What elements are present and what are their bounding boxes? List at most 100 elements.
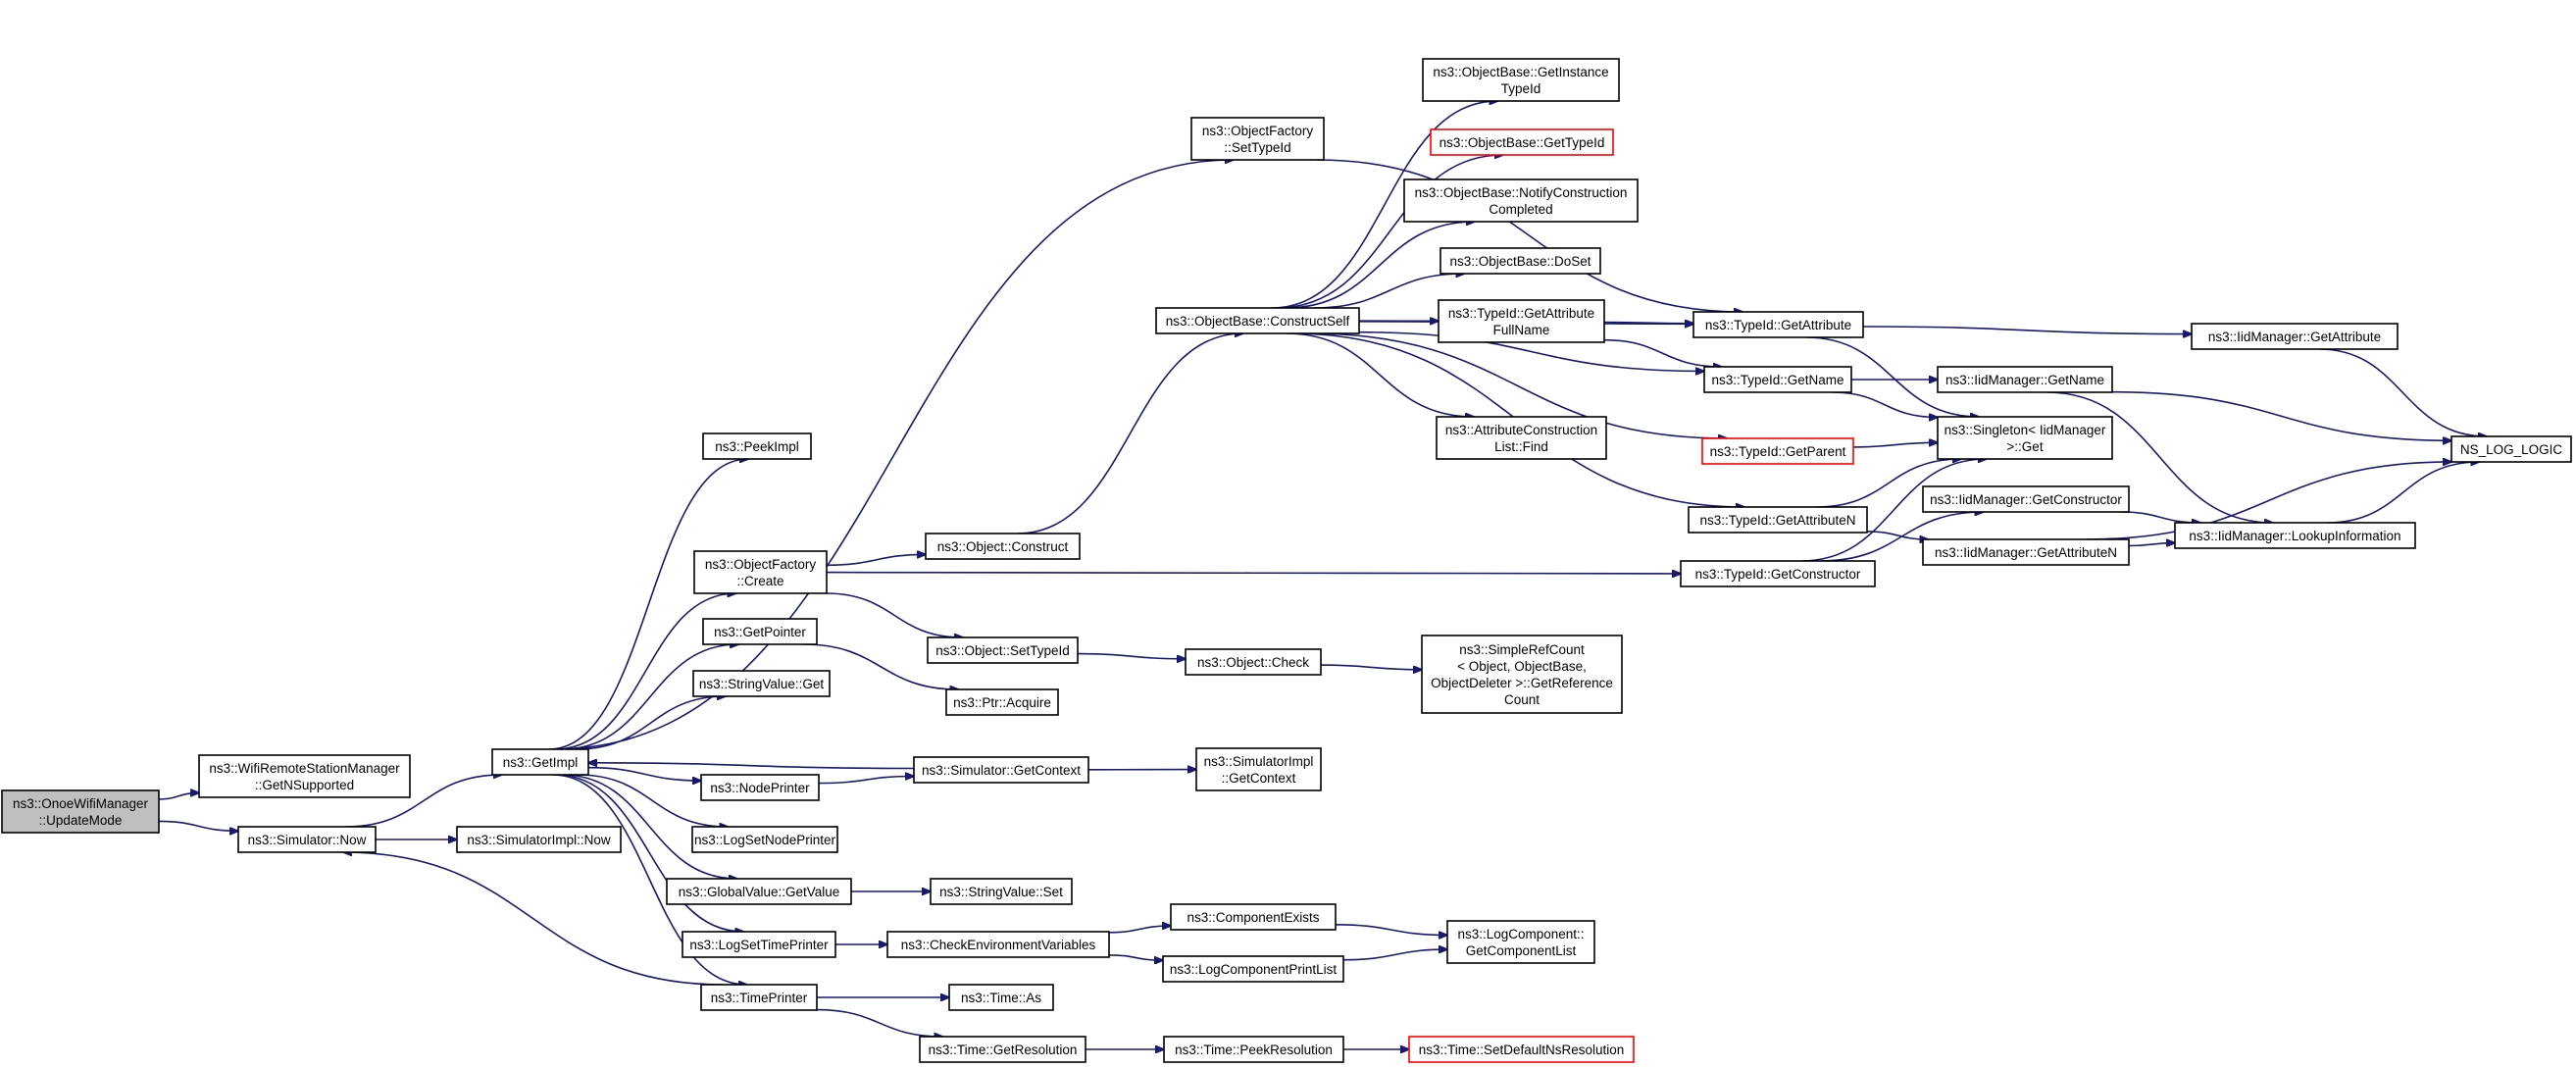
node-simGetContext[interactable]: ns3::Simulator::GetContext <box>913 756 1089 784</box>
node-simImplGetContext[interactable]: ns3::SimulatorImpl::GetContext <box>1195 747 1322 791</box>
node-peekImpl[interactable]: ns3::PeekImpl <box>702 432 812 460</box>
node-box[interactable] <box>930 878 1073 905</box>
node-box[interactable] <box>2450 435 2572 463</box>
node-box[interactable] <box>1688 506 1868 534</box>
node-box[interactable] <box>691 826 838 853</box>
node-nodePrinter[interactable]: ns3::NodePrinter <box>700 774 820 801</box>
node-obNotify[interactable]: ns3::ObjectBase::NotifyConstructionCompl… <box>1403 178 1639 223</box>
node-box[interactable] <box>1 789 160 834</box>
node-ofCreate[interactable]: ns3::ObjectFactory::Create <box>693 550 828 594</box>
node-timeGetRes[interactable]: ns3::Time::GetResolution <box>919 1036 1086 1063</box>
node-box[interactable] <box>919 1036 1086 1063</box>
node-box[interactable] <box>1436 416 1607 460</box>
node-box[interactable] <box>925 533 1081 560</box>
node-simNow[interactable]: ns3::Simulator::Now <box>237 826 377 853</box>
node-box[interactable] <box>702 618 818 645</box>
node-box[interactable] <box>1408 1036 1635 1063</box>
node-strValGet[interactable]: ns3::StringValue::Get <box>692 670 831 697</box>
node-iidGetConstructor[interactable]: ns3::IidManager::GetConstructor <box>1922 485 2130 513</box>
node-box[interactable] <box>1170 903 1337 931</box>
node-box[interactable] <box>1438 299 1605 343</box>
node-timePeekRes[interactable]: ns3::Time::PeekResolution <box>1163 1036 1344 1063</box>
node-obGetTypeId[interactable]: ns3::ObjectBase::GetTypeId <box>1430 128 1614 156</box>
node-logSetTimePrinter[interactable]: ns3::LogSetTimePrinter <box>682 931 836 958</box>
node-simImplNow[interactable]: ns3::SimulatorImpl::Now <box>456 826 622 853</box>
node-box[interactable] <box>198 754 411 798</box>
node-box[interactable] <box>700 774 820 801</box>
node-box[interactable] <box>2191 323 2399 350</box>
node-box[interactable] <box>237 826 377 853</box>
node-box[interactable] <box>1937 416 2113 460</box>
node-checkEnv[interactable]: ns3::CheckEnvironmentVariables <box>886 931 1110 958</box>
node-nsLogLogic[interactable]: NS_LOG_LOGIC <box>2450 435 2572 463</box>
node-box[interactable] <box>693 550 828 594</box>
node-getPointer[interactable]: ns3::GetPointer <box>702 618 818 645</box>
node-box[interactable] <box>1422 58 1620 102</box>
node-box[interactable] <box>1703 366 1852 393</box>
node-obConstructSelf[interactable]: ns3::ObjectBase::ConstructSelf <box>1155 307 1360 334</box>
node-box[interactable] <box>1922 538 2130 566</box>
node-ofSetTypeId[interactable]: ns3::ObjectFactory::SetTypeId <box>1190 117 1325 161</box>
node-iidLookupInfo[interactable]: ns3::IidManager::LookupInformation <box>2174 522 2416 549</box>
node-box[interactable] <box>491 748 589 776</box>
node-tidGetAttribute[interactable]: ns3::TypeId::GetAttribute <box>1692 311 1864 338</box>
node-box[interactable] <box>1440 247 1601 275</box>
node-logSetNodePrinter[interactable]: ns3::LogSetNodePrinter <box>691 826 838 853</box>
node-root[interactable]: ns3::OnoeWifiManager::UpdateMode <box>1 789 160 834</box>
node-box[interactable] <box>945 688 1059 716</box>
node-iidGetAttributeN[interactable]: ns3::IidManager::GetAttributeN <box>1922 538 2130 566</box>
node-box[interactable] <box>1680 560 1876 587</box>
node-box[interactable] <box>700 984 818 1011</box>
node-box[interactable] <box>2174 522 2416 549</box>
node-box[interactable] <box>927 636 1079 664</box>
node-objCheck[interactable]: ns3::Object::Check <box>1185 648 1322 676</box>
node-iidGetName[interactable]: ns3::IidManager::GetName <box>1937 366 2113 393</box>
node-compExists[interactable]: ns3::ComponentExists <box>1170 903 1337 931</box>
node-box[interactable] <box>1195 747 1322 791</box>
node-box[interactable] <box>666 878 852 905</box>
node-gvGetValue[interactable]: ns3::GlobalValue::GetValue <box>666 878 852 905</box>
node-box[interactable] <box>1692 311 1864 338</box>
node-box[interactable] <box>948 984 1054 1011</box>
node-box[interactable] <box>1421 635 1623 714</box>
node-box[interactable] <box>456 826 622 853</box>
node-tidGetConstructor[interactable]: ns3::TypeId::GetConstructor <box>1680 560 1876 587</box>
node-simpleRefCount[interactable]: ns3::SimpleRefCount< Object, ObjectBase,… <box>1421 635 1623 714</box>
node-box[interactable] <box>1937 366 2113 393</box>
node-box[interactable] <box>886 931 1110 958</box>
node-logCompPrintList[interactable]: ns3::LogComponentPrintList <box>1162 955 1344 983</box>
node-tidGetParent[interactable]: ns3::TypeId::GetParent <box>1701 437 1854 465</box>
node-box[interactable] <box>913 756 1089 784</box>
node-box[interactable] <box>682 931 836 958</box>
node-tidGetName[interactable]: ns3::TypeId::GetName <box>1703 366 1852 393</box>
node-logCompGetList[interactable]: ns3::LogComponent::GetComponentList <box>1446 920 1595 964</box>
node-objSetTypeId[interactable]: ns3::Object::SetTypeId <box>927 636 1079 664</box>
node-strValSet[interactable]: ns3::StringValue::Set <box>930 878 1073 905</box>
node-singletonGet[interactable]: ns3::Singleton< IidManager>::Get <box>1937 416 2113 460</box>
node-timeAs[interactable]: ns3::Time::As <box>948 984 1054 1011</box>
node-box[interactable] <box>1162 955 1344 983</box>
node-box[interactable] <box>1446 920 1595 964</box>
node-timePrinter[interactable]: ns3::TimePrinter <box>700 984 818 1011</box>
node-iidGetAttribute[interactable]: ns3::IidManager::GetAttribute <box>2191 323 2399 350</box>
node-box[interactable] <box>1430 128 1614 156</box>
node-obDoSet[interactable]: ns3::ObjectBase::DoSet <box>1440 247 1601 275</box>
node-getImpl[interactable]: ns3::GetImpl <box>491 748 589 776</box>
node-box[interactable] <box>692 670 831 697</box>
node-box[interactable] <box>1922 485 2130 513</box>
node-getNSupported[interactable]: ns3::WifiRemoteStationManager::GetNSuppo… <box>198 754 411 798</box>
node-timeSetDefault[interactable]: ns3::Time::SetDefaultNsResolution <box>1408 1036 1635 1063</box>
node-box[interactable] <box>702 432 812 460</box>
node-objConstruct[interactable]: ns3::Object::Construct <box>925 533 1081 560</box>
node-box[interactable] <box>1701 437 1854 465</box>
node-box[interactable] <box>1403 178 1639 223</box>
node-tidGetAttributeN[interactable]: ns3::TypeId::GetAttributeN <box>1688 506 1868 534</box>
node-box[interactable] <box>1155 307 1360 334</box>
node-box[interactable] <box>1185 648 1322 676</box>
node-box[interactable] <box>1163 1036 1344 1063</box>
node-box[interactable] <box>1190 117 1325 161</box>
node-ptrAcquire[interactable]: ns3::Ptr::Acquire <box>945 688 1059 716</box>
